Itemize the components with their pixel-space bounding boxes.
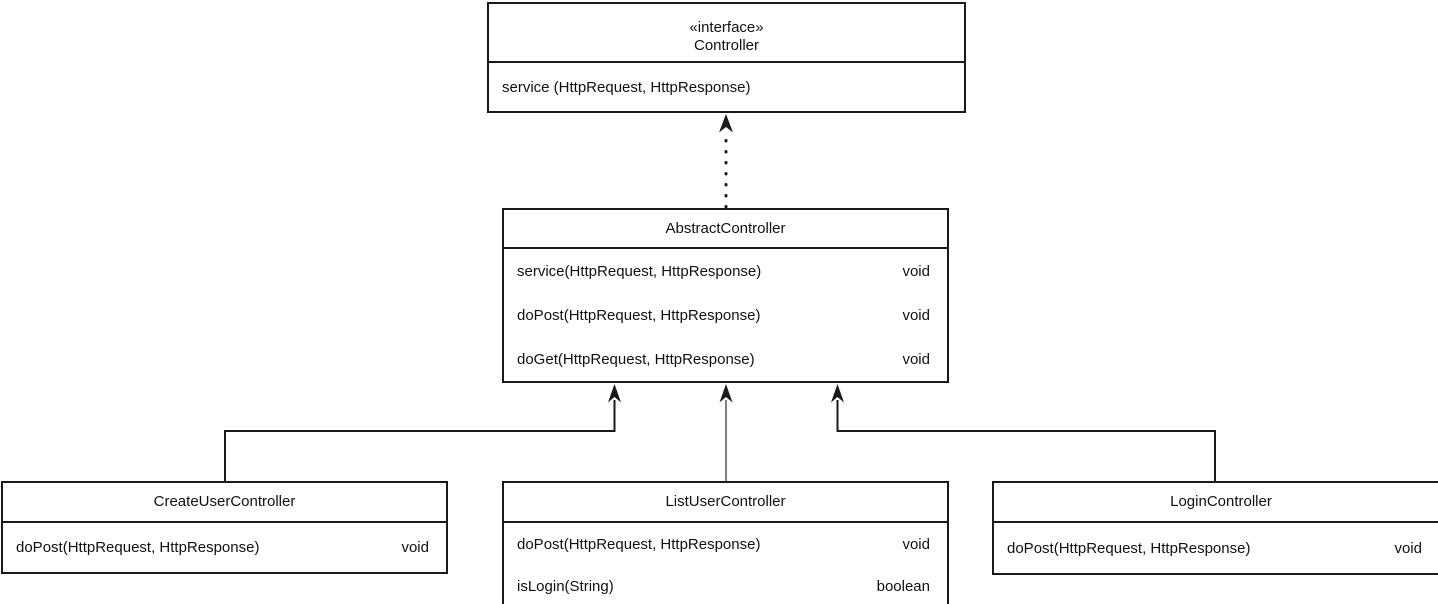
method-return-type: void: [902, 350, 930, 368]
class-box-abstractcontroller[interactable]: AbstractController service(HttpRequest, …: [502, 208, 949, 383]
methods-compartment: doPost(HttpRequest, HttpResponse) void: [994, 523, 1438, 573]
method-row: service(HttpRequest, HttpResponse) void: [504, 249, 947, 293]
class-box-controller[interactable]: «interface» Controller service (HttpRequ…: [487, 2, 966, 113]
class-title: «interface» Controller: [489, 4, 964, 63]
arrowhead-icon: [608, 384, 621, 403]
method-row: doGet(HttpRequest, HttpResponse) void: [504, 337, 947, 381]
class-box-createusercontroller[interactable]: CreateUserController doPost(HttpRequest,…: [1, 481, 448, 574]
methods-compartment: service(HttpRequest, HttpResponse) void …: [504, 249, 947, 381]
edge-generalization-logincontroller-to-abstractcontroller[interactable]: [831, 384, 1216, 481]
method-signature: doPost(HttpRequest, HttpResponse): [517, 535, 761, 553]
methods-compartment: doPost(HttpRequest, HttpResponse) void i…: [504, 523, 947, 604]
class-title: ListUserController: [504, 483, 947, 523]
stereotype-label: «interface»: [689, 18, 764, 36]
method-signature: service(HttpRequest, HttpResponse): [517, 262, 762, 280]
method-return-type: void: [902, 306, 930, 324]
method-signature: doGet(HttpRequest, HttpResponse): [517, 350, 755, 368]
methods-compartment: service (HttpRequest, HttpResponse): [489, 63, 964, 111]
class-title: AbstractController: [504, 210, 947, 249]
method-row: doPost(HttpRequest, HttpResponse) void: [3, 523, 446, 572]
edge-generalization-createusercontroller-to-abstractcontroller[interactable]: [224, 384, 621, 481]
arrowhead-icon: [719, 114, 733, 133]
class-title: LoginController: [994, 483, 1438, 523]
class-name: ListUserController: [665, 493, 786, 510]
method-signature: service (HttpRequest, HttpResponse): [502, 78, 751, 96]
class-title: CreateUserController: [3, 483, 446, 523]
arrowhead-icon: [719, 384, 733, 403]
class-name: Controller: [693, 36, 760, 54]
method-row: service (HttpRequest, HttpResponse): [489, 63, 964, 111]
method-return-type: void: [1394, 539, 1422, 557]
method-return-type: void: [401, 539, 429, 556]
method-row: doPost(HttpRequest, HttpResponse) void: [504, 523, 947, 565]
edge-generalization-listusercontroller-to-abstractcontroller[interactable]: [719, 384, 733, 481]
method-signature: doPost(HttpRequest, HttpResponse): [517, 306, 761, 324]
method-row: isLogin(String) boolean: [504, 565, 947, 604]
edge-realization-abstractcontroller-to-controller[interactable]: [719, 114, 733, 209]
method-row: doPost(HttpRequest, HttpResponse) void: [994, 523, 1438, 573]
method-signature: doPost(HttpRequest, HttpResponse): [16, 539, 260, 556]
method-return-type: void: [902, 535, 930, 553]
method-signature: doPost(HttpRequest, HttpResponse): [1007, 539, 1251, 557]
method-return-type: void: [902, 262, 930, 280]
class-name: CreateUserController: [153, 493, 296, 510]
arrowhead-icon: [831, 384, 844, 403]
method-row: doPost(HttpRequest, HttpResponse) void: [504, 293, 947, 337]
method-signature: isLogin(String): [517, 577, 614, 595]
class-name: LoginController: [1170, 493, 1272, 510]
class-name: AbstractController: [665, 219, 786, 237]
class-box-logincontroller[interactable]: LoginController doPost(HttpRequest, Http…: [992, 481, 1438, 575]
method-return-type: boolean: [876, 577, 930, 595]
methods-compartment: doPost(HttpRequest, HttpResponse) void: [3, 523, 446, 572]
class-box-listusercontroller[interactable]: ListUserController doPost(HttpRequest, H…: [502, 481, 949, 604]
